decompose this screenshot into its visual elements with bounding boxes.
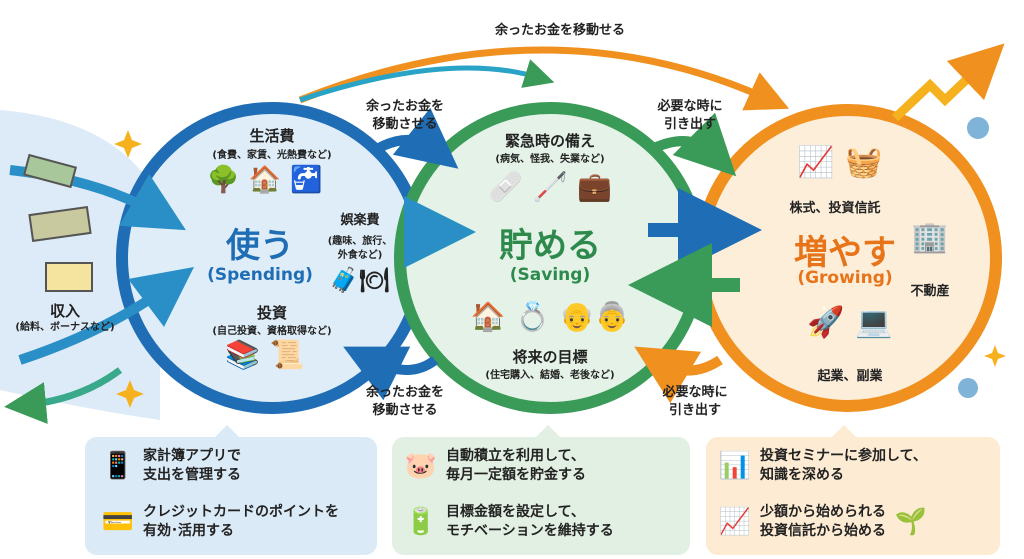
tip-line: 毎月一定額を貯金する — [446, 467, 586, 483]
spending-title: 使う — [226, 226, 294, 266]
growth-arrow-icon — [891, 43, 1005, 122]
spending-tips-box: 📱 家計簿アプリで支出を管理する 💳 クレジットカードのポイントを有効･活用する — [85, 437, 377, 555]
house-rings-elderly-icons: 🏠 💍 👴👵 — [470, 300, 630, 333]
tip-line: 投資信託から始める — [760, 523, 886, 539]
saving-tips-box: 🐷 自動積立を利用して、毎月一定額を貯金する 🔋 目標金額を設定して、モチベーション… — [392, 437, 690, 555]
future-sub: (住宅購入、結婚、老後など) — [485, 370, 615, 381]
saving-title: 貯める — [499, 226, 601, 266]
living-sub: (食費、家賃、光熱費など) — [212, 150, 332, 161]
pointer — [536, 425, 560, 437]
gear-icons — [958, 117, 989, 398]
tip-item: 📊 投資セミナーに参加して、知識を深める — [718, 447, 927, 485]
books-certificate-icons: 📚 📜 — [225, 338, 305, 371]
piggy-bank-icon: 🐷 — [404, 450, 438, 481]
presentation-board-icon: 📊 — [718, 450, 752, 481]
tip-line: 目標金額を設定して、 — [446, 504, 585, 520]
withdraw-label-top-2: 引き出す — [663, 117, 716, 132]
tip-line: モチベーションを維持する — [446, 523, 614, 539]
tip-line: 少額から始められる — [760, 504, 886, 520]
tip-item: 📈 少額から始められる投資信託から始める 🌱 — [718, 503, 928, 541]
emergency-sub: (病気、怪我、失業など) — [495, 154, 605, 165]
withdraw-label-bottom-2: 引き出す — [668, 403, 721, 418]
pointer — [215, 425, 239, 437]
stocks-label: 株式、投資信託 — [789, 201, 881, 216]
tip-item: 💳 クレジットカードのポイントを有効･活用する — [101, 503, 339, 541]
tip-line: 知識を深める — [760, 467, 844, 483]
move-label-bottom-2: 移動させる — [372, 403, 438, 418]
tip-line: 自動積立を利用して、 — [446, 448, 585, 464]
rocket-laptop-icons: 🚀 💻 — [807, 305, 893, 340]
sparkle-icons — [114, 130, 1006, 408]
withdraw-label-top-1: 必要な時に — [657, 99, 723, 114]
tip-item: 📱 家計簿アプリで支出を管理する — [101, 447, 241, 485]
travel-dining-icons: 🧳🍽 — [329, 266, 390, 294]
tip-line: クレジットカードのポイントを — [143, 504, 339, 520]
income-title: 収入 — [49, 302, 80, 320]
move-label-top-1: 余ったお金を — [365, 99, 444, 114]
withdraw-label-bottom-1: 必要な時に — [662, 385, 728, 400]
sprout-icon: 🌱 — [894, 506, 928, 537]
tip-line: 家計簿アプリで — [143, 448, 241, 464]
tip-line: 有効･活用する — [143, 523, 234, 539]
credit-card-icon: 💳 — [101, 506, 135, 537]
first-aid-crutch-briefcase-icons: 🩹 🦯 💼 — [487, 170, 613, 203]
top-arrow — [298, 46, 790, 111]
growing-en: (Growing) — [797, 268, 893, 288]
leisure-title: 娯楽費 — [340, 213, 380, 228]
growing-tips-box: 📊 投資セミナーに参加して、知識を深める 📈 少額から始められる投資信託から始める 🌱 — [706, 437, 1000, 555]
business-label: 起業、副業 — [817, 369, 883, 384]
top-arrow-label: 余ったお金を移動せる — [494, 23, 625, 38]
tip-line: 支出を管理する — [143, 467, 241, 483]
battery-icon: 🔋 — [404, 506, 438, 537]
emergency-title: 緊急時の備え — [504, 132, 595, 150]
future-title: 将来の目標 — [512, 348, 588, 366]
payslip-icon — [45, 262, 93, 292]
invest-title: 投資 — [256, 304, 287, 322]
tip-line: 投資セミナーに参加して、 — [760, 448, 927, 464]
income-sub: (給料、ボーナスなど) — [15, 322, 115, 333]
tip-item: 🔋 目標金額を設定して、モチベーションを維持する — [404, 503, 614, 541]
growth-chart-icon: 📈 — [718, 506, 752, 537]
invest-sub: (自己投資、資格取得など) — [212, 326, 332, 337]
spending-en: (Spending) — [207, 265, 313, 285]
leisure-sub1: (趣味、旅行、 — [327, 236, 393, 247]
building-icon: 🏢 — [911, 220, 949, 255]
move-label-top-2: 移動させる — [372, 117, 438, 132]
growing-title: 増やす — [794, 233, 896, 273]
leisure-sub2: 外食など) — [337, 250, 383, 261]
living-title: 生活費 — [249, 127, 295, 145]
pointer — [832, 425, 856, 437]
income-arrow-2 — [18, 267, 195, 365]
chart-basket-icons: 📈 🧺 — [797, 145, 883, 180]
saving-en: (Saving) — [509, 265, 591, 285]
realestate-label: 不動産 — [910, 284, 950, 299]
living-icons: 🌳 🏠 🚰 — [207, 165, 323, 195]
outflow-arrow — [4, 367, 123, 425]
tip-item: 🐷 自動積立を利用して、毎月一定額を貯金する — [404, 447, 586, 485]
smartphone-icon: 📱 — [101, 450, 135, 481]
move-label-bottom-1: 余ったお金を — [365, 385, 444, 400]
